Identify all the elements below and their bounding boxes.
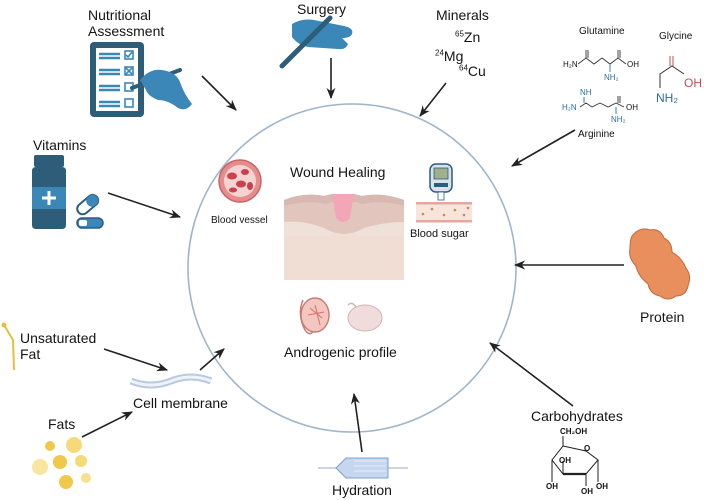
arrow-cell-membrane: [199, 348, 225, 371]
fats-label: Fats: [48, 416, 76, 432]
isotope-zn-symbol: Zn: [463, 29, 481, 45]
glutamine-nh2: NH₂: [604, 73, 619, 82]
glycine-structure: [659, 56, 685, 88]
glutamine-structure: [577, 50, 627, 72]
cell-membrane-icon: [129, 373, 213, 389]
unsaturated-fat-label-line1: Unsaturated: [20, 330, 97, 346]
arrow-fats: [81, 411, 134, 438]
isotope-mg-mass: 24: [435, 48, 444, 58]
glucometer-icon: [429, 163, 453, 201]
carbohydrates-label: Carbohydrates: [531, 408, 623, 424]
pill-capsules-icon: [76, 193, 104, 229]
isotope-cu-symbol: Cu: [467, 63, 486, 79]
unsaturated-fat-icon: [1, 322, 15, 371]
glutamine-h2n: H₂N: [563, 60, 578, 69]
glucose-oh-4: OH: [596, 482, 608, 491]
arrow-carbohydrates: [489, 342, 574, 407]
vitamins-label: Vitamins: [33, 137, 87, 153]
arginine-oh: OH: [626, 103, 638, 112]
surgery-label: Surgery: [297, 1, 347, 17]
clipboard-icon: [90, 42, 144, 117]
arrow-vitamins: [107, 192, 182, 219]
blood-sugar-label: Blood sugar: [410, 228, 469, 240]
arrow-minerals: [419, 82, 447, 117]
arginine-label: Arginine: [578, 129, 615, 140]
fat-droplets-icon: [32, 437, 91, 489]
isotope-mg-symbol: Mg: [443, 48, 464, 64]
arginine-structure: [579, 96, 625, 114]
glutamine-oh: OH: [627, 60, 639, 69]
minerals-label: Minerals: [436, 7, 489, 23]
hand-with-pen-icon: [130, 68, 192, 110]
androgenic-profile-label: Androgenic profile: [284, 344, 397, 360]
hydration-label: Hydration: [332, 482, 392, 498]
isotope-mg: 24Mg: [435, 48, 463, 64]
glucose-oh-1: OH: [559, 456, 571, 465]
wound-healing-title: Wound Healing: [290, 164, 386, 180]
unsaturated-fat-label-line2: Fat: [20, 346, 41, 362]
blood-vessel-sugar-icon: [416, 202, 472, 223]
glucose-oh-2: OH: [546, 482, 558, 491]
arrow-amino-acids: [511, 129, 576, 167]
hydration-iv-icon: [318, 457, 408, 479]
isotope-zn: 65Zn: [455, 29, 480, 45]
arginine-nh2: NH₂: [611, 115, 626, 124]
glucose-oh-3: OH: [581, 487, 593, 496]
arginine-h2n: H₂N: [562, 103, 577, 112]
glycine-oh: OH: [684, 76, 702, 90]
protein-label: Protein: [640, 309, 685, 325]
vitamin-bottle-icon: [32, 155, 66, 229]
skin-wound-illustration: [284, 194, 404, 280]
isotope-cu-mass: 64: [459, 63, 468, 73]
glucose-ch2oh: CH₂OH: [560, 427, 588, 436]
testis-icon: [299, 297, 330, 335]
arginine-nh: NH: [580, 88, 592, 97]
arrow-nutritional-assessment: [201, 75, 237, 111]
arrow-unsaturated-fat: [103, 348, 169, 372]
prostate-icon: [347, 302, 383, 332]
glutamine-label: Glutamine: [579, 26, 625, 37]
nutritional-assessment-label-line2: Assessment: [88, 23, 165, 39]
blood-vessel-icon: [218, 159, 262, 203]
surgery-hand-scalpel-icon: [279, 15, 353, 69]
cell-membrane-label: Cell membrane: [133, 395, 228, 411]
isotope-cu: 64Cu: [459, 63, 486, 79]
glycine-nh2: NH₂: [656, 91, 678, 105]
glucose-ring-o: O: [584, 444, 591, 453]
glycine-label: Glycine: [659, 31, 693, 42]
protein-icon: [629, 228, 691, 300]
blood-vessel-label: Blood vessel: [211, 215, 268, 226]
arrow-hydration: [350, 392, 363, 453]
isotope-zn-mass: 65: [455, 29, 464, 39]
glucose-structure: [551, 436, 599, 486]
nutritional-assessment-label-line1: Nutritional: [88, 7, 152, 23]
